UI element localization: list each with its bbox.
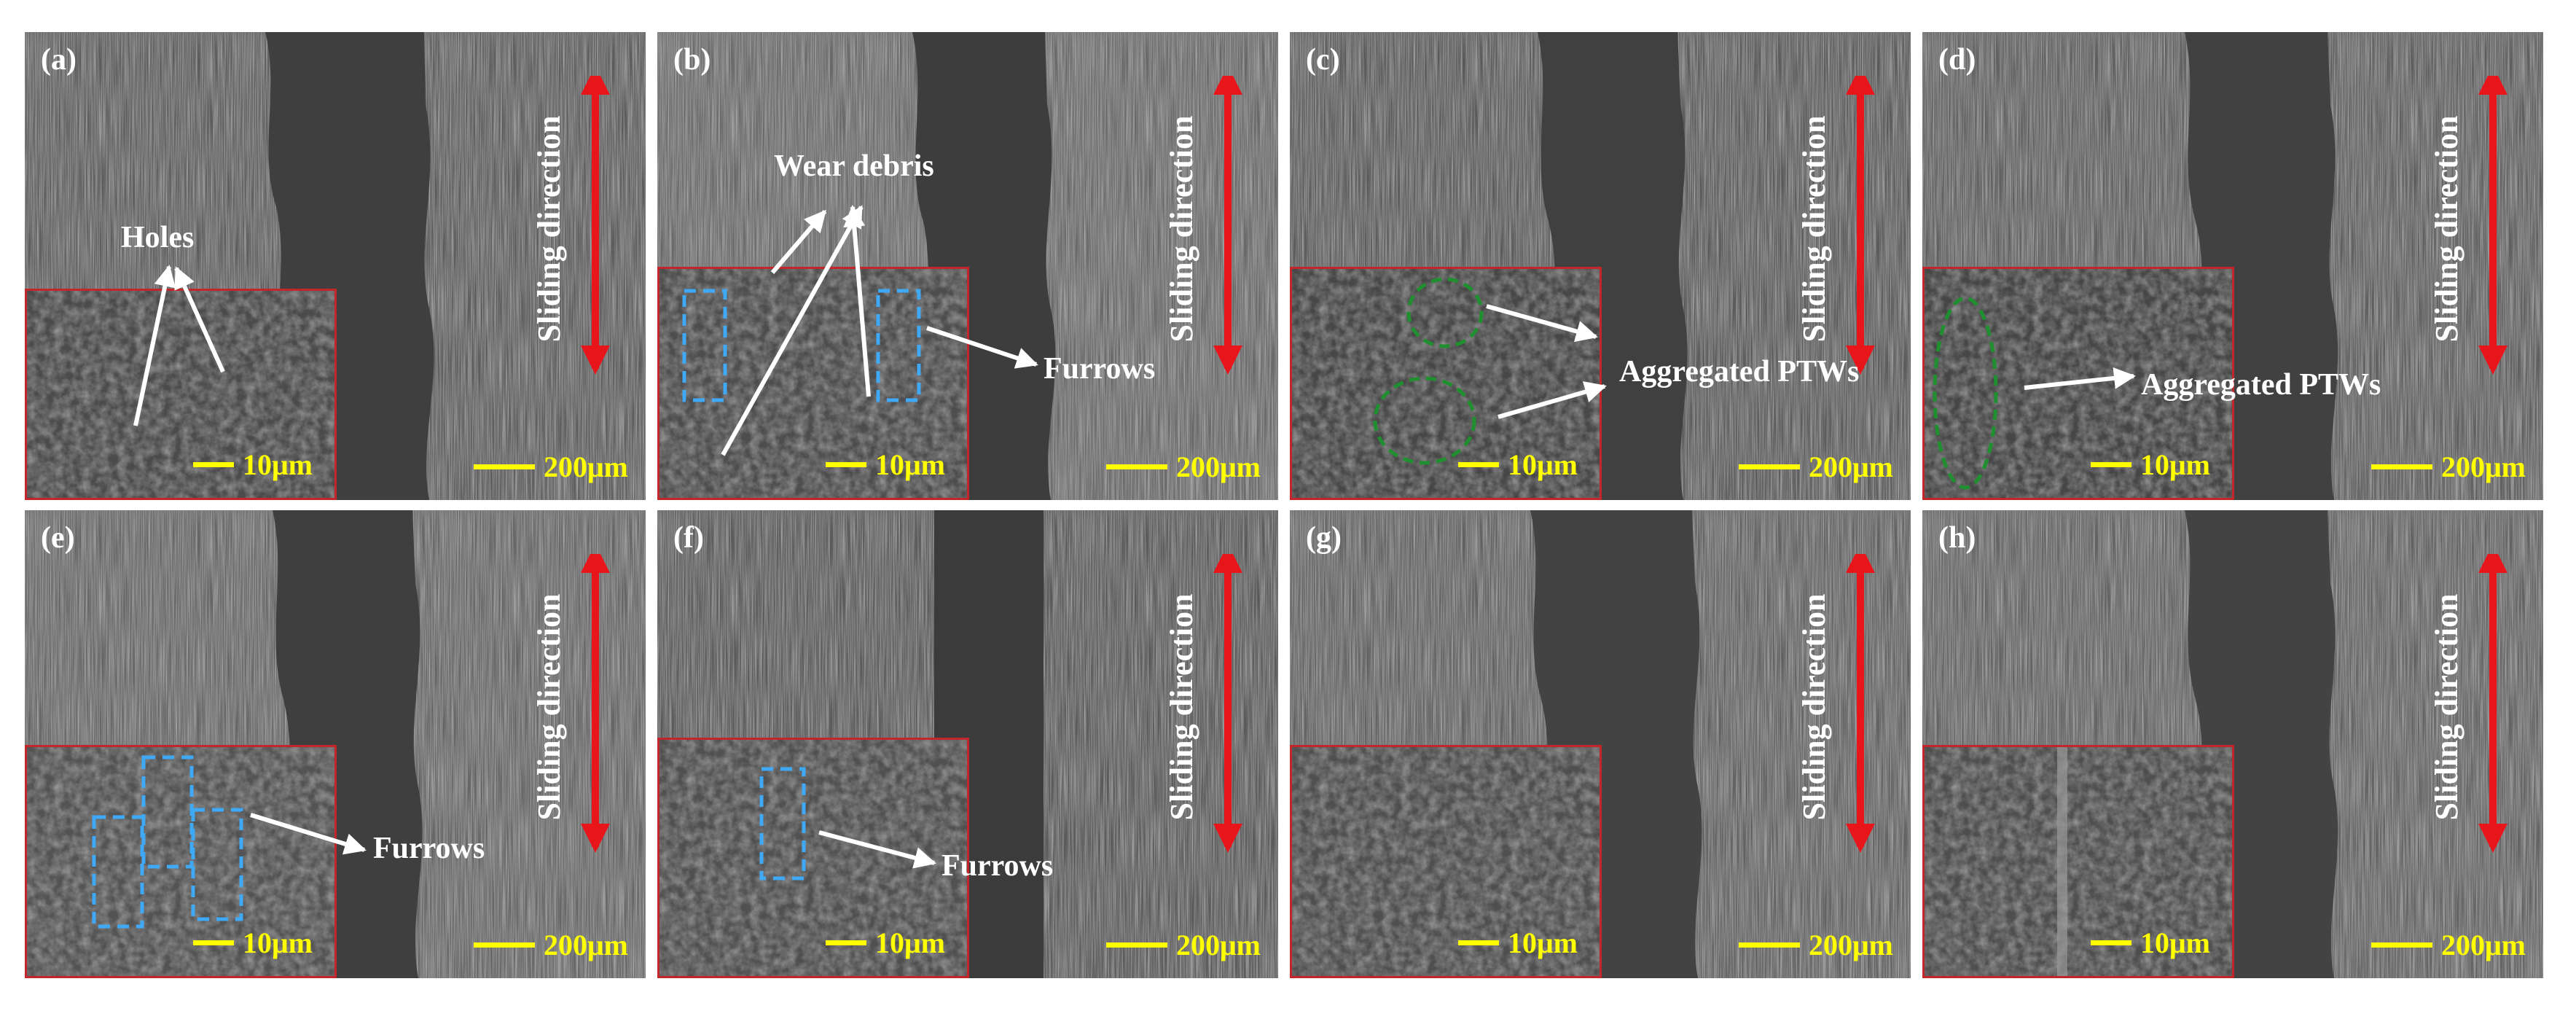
scale-bar-small: 10μm: [193, 926, 313, 960]
sliding-direction-label: Sliding direction: [2429, 115, 2465, 343]
double-arrow-icon: [2478, 554, 2508, 853]
annotation-furrows: Furrows: [373, 832, 485, 865]
magnified-inset: 10μm: [1290, 267, 1602, 500]
magnified-inset: 10μm: [657, 738, 969, 978]
double-arrow-icon: [1846, 554, 1875, 853]
scale-bar-small: 10μm: [2091, 926, 2210, 960]
scale-bar-small: 10μm: [193, 448, 313, 482]
magnified-inset: 10μm: [1290, 745, 1602, 978]
double-arrow-icon: [581, 76, 610, 375]
magnified-inset: 10μm: [25, 745, 337, 978]
panel-label: (f): [673, 521, 704, 555]
furrow-boxes: [92, 755, 243, 929]
scale-bar-large: 200μm: [1739, 928, 1893, 962]
panel-h: 10μm (h) Sliding direction 200μm: [1922, 510, 2543, 978]
annotation-aggregated-ptws: Aggregated PTWs: [1619, 355, 1860, 389]
double-arrow-icon: [1213, 76, 1242, 375]
scale-bar-large: 200μm: [2371, 928, 2526, 962]
furrow-boxes: [759, 767, 806, 881]
panel-label: (d): [1938, 43, 1976, 77]
magnified-inset: 10μm: [657, 267, 969, 500]
scale-bar-large: 200μm: [474, 450, 628, 484]
scale-bar-small: 10μm: [1458, 926, 1578, 960]
annotation-furrows: Furrows: [1044, 352, 1156, 386]
sliding-direction: Sliding direction: [2427, 554, 2514, 860]
panel-d: 10μm (d) Sliding direction 200μm Aggrega…: [1922, 32, 2543, 500]
panel-label: (c): [1306, 43, 1340, 77]
sliding-direction-label: Sliding direction: [1164, 115, 1199, 343]
scale-bar-large: 200μm: [474, 928, 628, 962]
ptw-ellipses: [1373, 277, 1484, 465]
sliding-direction: Sliding direction: [529, 76, 616, 382]
double-arrow-icon: [1846, 76, 1875, 375]
sliding-direction: Sliding direction: [1162, 76, 1249, 382]
annotation-furrows: Furrows: [941, 849, 1054, 883]
sliding-direction: Sliding direction: [1794, 554, 1882, 860]
annotation-wear-debris: Wear debris: [774, 149, 934, 183]
sliding-direction: Sliding direction: [529, 554, 616, 860]
panel-label: (h): [1938, 521, 1976, 555]
panel-b: 10μm (b) Sliding direction 200μm Wear de…: [657, 32, 1278, 500]
sliding-direction: Sliding direction: [1162, 554, 1249, 860]
panel-label: (e): [41, 521, 75, 555]
ptw-ellipses: [1933, 296, 1998, 490]
scale-bar-large: 200μm: [1106, 450, 1261, 484]
sliding-direction-label: Sliding direction: [1796, 115, 1832, 343]
double-arrow-icon: [2478, 76, 2508, 375]
magnified-inset: 10μm: [1922, 745, 2234, 978]
sliding-direction-label: Sliding direction: [1796, 593, 1832, 821]
double-arrow-icon: [1213, 554, 1242, 853]
sliding-direction: Sliding direction: [1794, 76, 1882, 382]
panel-label: (g): [1306, 521, 1342, 555]
scale-bar-large: 200μm: [1739, 450, 1893, 484]
panel-a: 10μm (a) Sliding direction 200μm Holes: [25, 32, 646, 500]
sliding-direction-label: Sliding direction: [531, 593, 567, 821]
panel-e: 10μm (e) Sliding direction 200μm Furrows: [25, 510, 646, 978]
double-arrow-icon: [581, 554, 610, 853]
scale-bar-large: 200μm: [2371, 450, 2526, 484]
magnified-inset: 10μm: [25, 289, 337, 500]
scale-bar-small: 10μm: [2091, 448, 2210, 482]
sliding-direction-label: Sliding direction: [531, 115, 567, 343]
panel-c: 10μm (c) Sliding direction 200μm Aggrega…: [1290, 32, 1911, 500]
scale-bar-small: 10μm: [826, 926, 945, 960]
scale-bar-small: 10μm: [826, 448, 945, 482]
sliding-direction: Sliding direction: [2427, 76, 2514, 382]
panel-f: 10μm (f) Sliding direction 200μm Furrows: [657, 510, 1278, 978]
annotation-aggregated-ptws: Aggregated PTWs: [2141, 368, 2381, 402]
panel-label: (a): [41, 43, 77, 77]
scale-bar-large: 200μm: [1106, 928, 1261, 962]
panel-label: (b): [673, 43, 711, 77]
annotation-holes: Holes: [121, 221, 195, 254]
panel-g: 10μm (g) Sliding direction 200μm: [1290, 510, 1911, 978]
scale-bar-small: 10μm: [1458, 448, 1578, 482]
sliding-direction-label: Sliding direction: [1164, 593, 1199, 821]
sliding-direction-label: Sliding direction: [2429, 593, 2465, 821]
